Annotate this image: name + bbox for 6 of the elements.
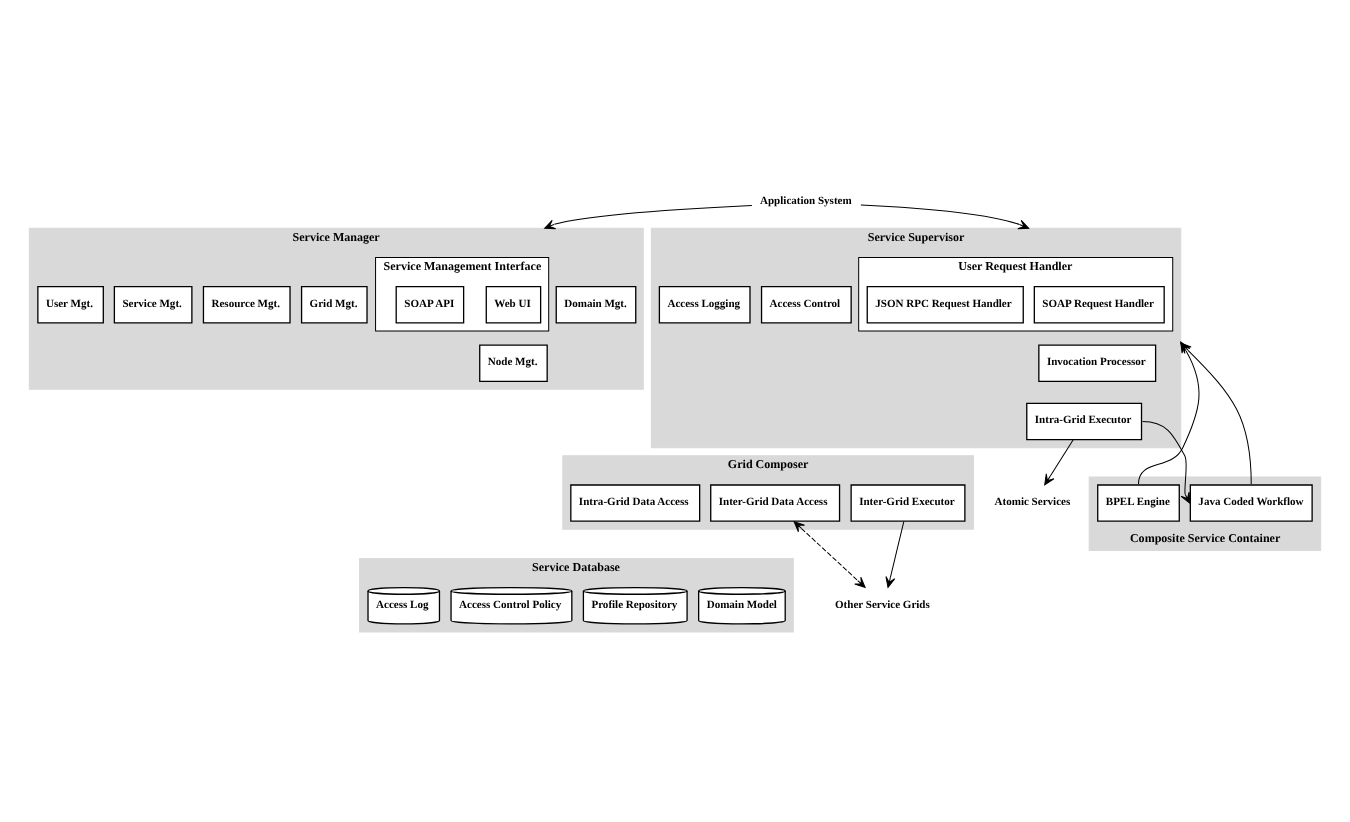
arrow: [544, 203, 753, 229]
arrow: [860, 203, 1030, 229]
arrow: [793, 520, 866, 587]
arrow: [1142, 420, 1191, 503]
arrow: [1044, 438, 1074, 485]
arrow: [885, 520, 905, 587]
